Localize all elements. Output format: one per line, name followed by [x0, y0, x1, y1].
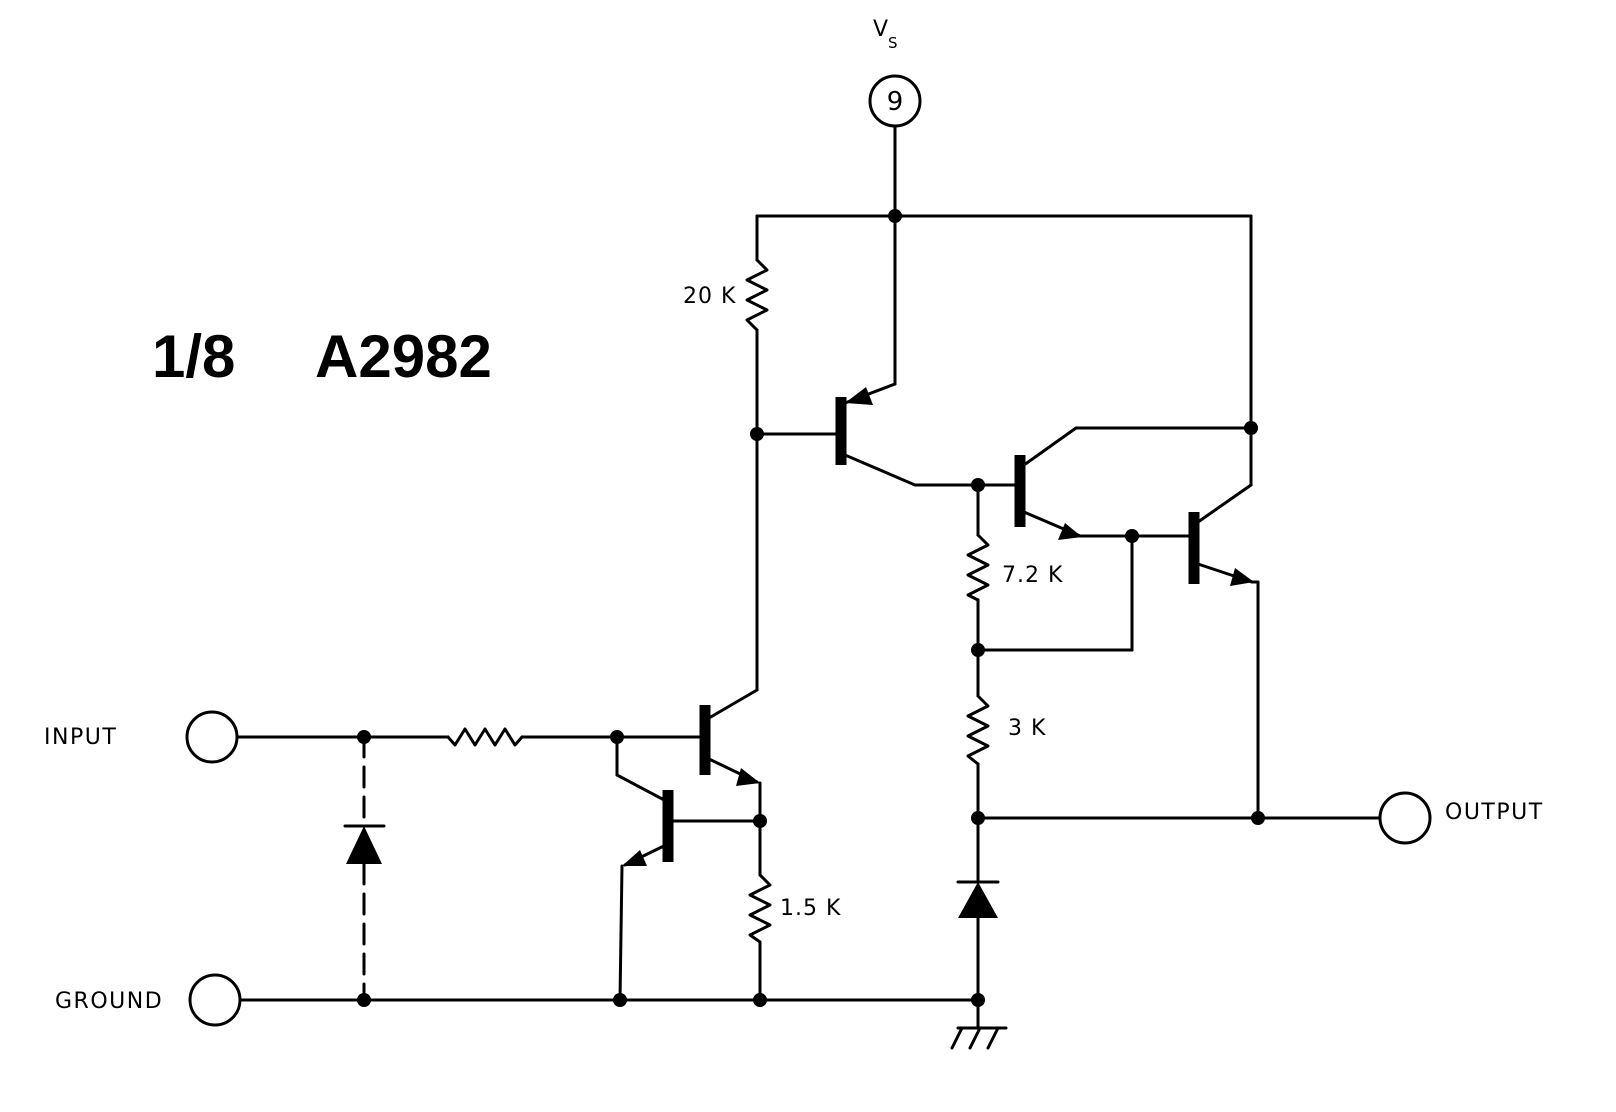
- junction-dot: [971, 478, 985, 492]
- resistor-7-2k-label: 7.2 K: [1002, 563, 1063, 588]
- transistor-q3-npn: [976, 426, 1253, 540]
- ground-terminal: [188, 973, 242, 1027]
- output-terminal: [1378, 791, 1432, 845]
- title-part-number: A2982: [315, 323, 492, 390]
- resistor-1-5k: [748, 819, 772, 1002]
- supply-rail: [755, 124, 1253, 487]
- junction-dot: [610, 730, 624, 744]
- pin-9: 9: [868, 74, 922, 128]
- input-terminal: [185, 710, 239, 764]
- resistor-1-5k-label: 1.5 K: [780, 896, 841, 921]
- input-terminal-circle: [185, 710, 239, 764]
- transistor-q4-npn: [1130, 483, 1260, 820]
- junction-dot: [971, 811, 985, 825]
- supply-label-v: V: [873, 17, 890, 42]
- output-label: OUTPUT: [1445, 800, 1544, 825]
- junction-dot: [750, 427, 764, 441]
- ground-symbol: [950, 998, 1008, 1050]
- ground-terminal-circle: [188, 973, 242, 1027]
- output-clamp-diode: [956, 816, 1000, 1002]
- resistor-3k: [966, 694, 990, 820]
- junction-dot: [613, 993, 627, 1007]
- resistor-20k-label: 20 K: [683, 284, 736, 309]
- transistor-q5-npn: [615, 735, 762, 1002]
- title-fraction: 1/8: [152, 323, 235, 390]
- junction-dot: [971, 643, 985, 657]
- resistor-20k: [745, 214, 769, 692]
- junction-dot: [1244, 421, 1258, 435]
- junction-dot: [753, 993, 767, 1007]
- output-terminal-circle: [1378, 791, 1432, 845]
- junction-dot: [1251, 811, 1265, 825]
- input-line: [235, 727, 707, 747]
- transistor-q1-pnp: [755, 214, 980, 487]
- junction-dot: [1125, 529, 1139, 543]
- junction-dot: [357, 993, 371, 1007]
- junction-dot: [357, 730, 371, 744]
- junction-dot: [753, 814, 767, 828]
- resistor-3k-label: 3 K: [1008, 716, 1046, 741]
- supply-label: V S: [873, 17, 899, 52]
- pin-9-number: 9: [887, 87, 904, 117]
- junction-dot: [888, 209, 902, 223]
- input-substrate-diode: [343, 735, 386, 1002]
- junction-dots: [357, 209, 1265, 1007]
- resistor-7-2k: [966, 483, 990, 698]
- q4-base-feedback: [976, 534, 1134, 652]
- ground-label: GROUND: [55, 989, 163, 1014]
- input-label: INPUT: [44, 725, 117, 750]
- supply-label-subscript: S: [888, 34, 899, 52]
- junction-dot: [971, 993, 985, 1007]
- transistor-q2-npn: [699, 688, 762, 823]
